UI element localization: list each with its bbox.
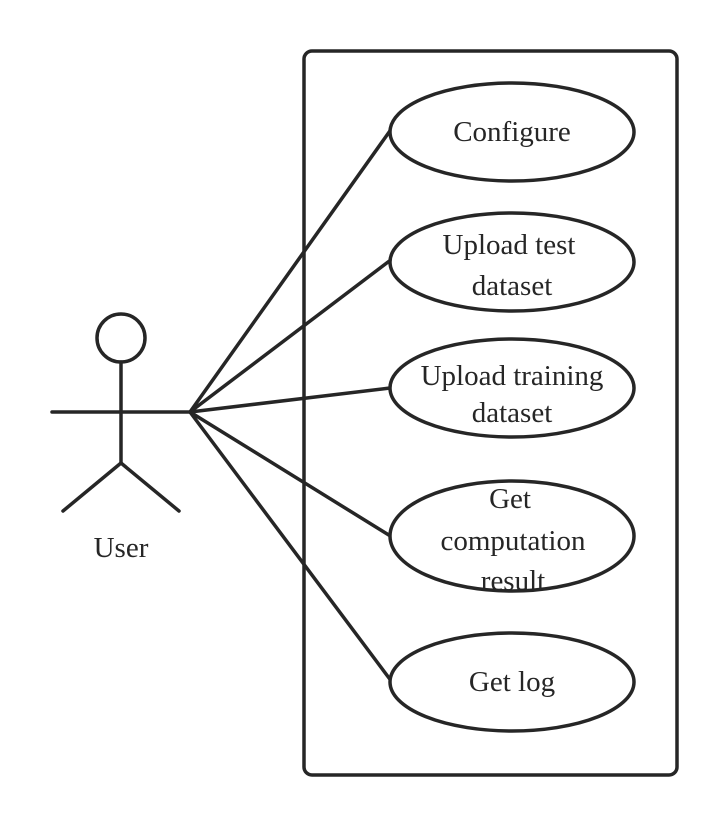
use-case-label-line-2: dataset — [472, 397, 553, 429]
stick-figure-icon — [50, 312, 192, 513]
associations — [188, 126, 394, 684]
use-case-upload-training-dataset: Upload training dataset — [388, 337, 636, 439]
association-configure — [188, 126, 394, 414]
actor-head — [95, 312, 147, 364]
use-case-label: Configure — [453, 116, 571, 148]
use-case-label-line-2: dataset — [472, 270, 553, 302]
use-case-ellipse — [388, 211, 636, 313]
actor-label: User — [94, 532, 149, 564]
use-case-ellipse — [388, 631, 636, 733]
use-case-ellipse — [388, 479, 636, 593]
actor-user: User — [50, 312, 192, 564]
use-case-label: Get log — [469, 666, 555, 698]
use-case-upload-test-dataset: Upload test dataset — [388, 211, 636, 313]
use-case-label-line-1: Upload training — [421, 360, 604, 392]
association-get-log — [188, 410, 394, 684]
system-boundary — [302, 49, 679, 777]
actor-right-leg — [119, 461, 181, 513]
use-case-ellipse — [388, 337, 636, 439]
actor-left-leg — [61, 461, 123, 513]
association-get-computation-result — [188, 410, 394, 539]
use-case-get-computation-result: Get computation result — [388, 479, 636, 597]
use-case-configure: Configure — [388, 81, 636, 183]
association-upload-training-dataset — [188, 386, 392, 414]
use-case-ellipse — [388, 81, 636, 183]
use-case-get-log: Get log — [388, 631, 636, 733]
use-case-label-line-1: Upload test — [443, 229, 576, 261]
use-case-label-line-1: Get — [489, 483, 531, 515]
use-case-label-line-2: computation — [441, 525, 586, 557]
association-upload-test-dataset — [188, 257, 394, 414]
use-case-label-line-3: result — [481, 565, 545, 597]
